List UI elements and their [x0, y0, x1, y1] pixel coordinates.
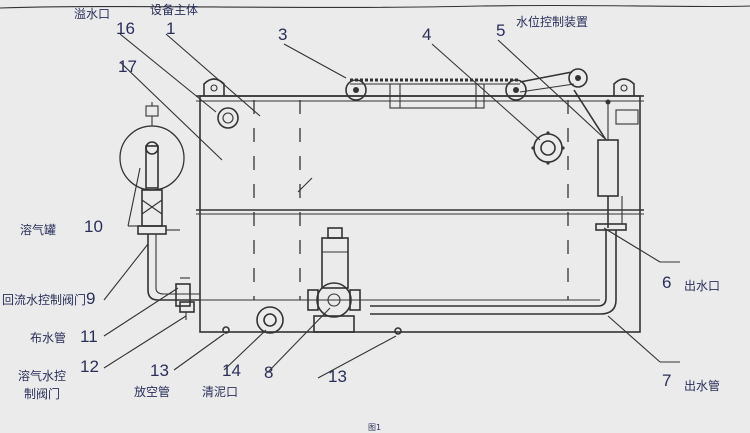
label-11: 11 — [80, 327, 98, 346]
label-16: 16 — [116, 19, 135, 38]
inlet-flange-port — [531, 131, 565, 165]
paper-edge — [0, 4, 750, 9]
label-12: 12 — [80, 357, 99, 376]
scraper-conveyor — [345, 68, 588, 109]
air-water-piping — [147, 234, 200, 320]
label-14: 14 — [222, 361, 241, 380]
label-distribution-pipe: 布水管 — [30, 330, 66, 345]
overflow-port — [217, 107, 239, 129]
sludge-cleanout-port — [256, 306, 284, 334]
chinese-annotations: 溢水口 设备主体 水位控制装置 溶气罐 回流水控制阀门 布水管 溶气水控 制阀门… — [2, 3, 720, 432]
drain-point-left — [222, 326, 230, 334]
label-9: 9 — [86, 289, 95, 308]
figure-caption: 图1 — [368, 423, 381, 432]
label-3: 3 — [278, 25, 287, 44]
dissolved-air-tank — [119, 102, 185, 235]
label-equipment-body: 设备主体 — [150, 3, 198, 17]
label-1: 1 — [166, 19, 175, 38]
label-17: 17 — [118, 57, 137, 76]
label-overflow-port: 溢水口 — [74, 7, 110, 21]
label-6: 6 — [662, 273, 671, 292]
tank-body — [196, 95, 644, 333]
label-drain-pipe: 放空管 — [134, 384, 170, 399]
label-sludge-port: 清泥口 — [202, 385, 238, 399]
label-13-right: 13 — [328, 367, 347, 386]
label-recirculation-valve: 回流水控制阀门 — [2, 292, 86, 307]
label-dissolved-water-valve: 溶气水控 — [18, 368, 66, 383]
label-10: 10 — [84, 217, 103, 236]
outlet-pipe — [370, 230, 617, 315]
label-water-level-control: 水位控制装置 — [516, 14, 588, 29]
label-4: 4 — [422, 25, 431, 44]
label-5: 5 — [496, 21, 505, 40]
label-dissolved-water-valve-2: 制阀门 — [24, 386, 60, 401]
label-13-left: 13 — [150, 361, 169, 380]
number-labels: 16 1 17 3 4 5 10 9 11 12 13 14 8 13 6 7 — [80, 19, 671, 390]
label-water-outlet: 出水口 — [684, 279, 720, 293]
label-outlet-pipe: 出水管 — [684, 378, 720, 393]
label-dissolved-air-tank: 溶气罐 — [20, 222, 56, 237]
lifting-lug-right — [613, 78, 635, 96]
drain-point-right — [394, 327, 402, 335]
leader-lines — [103, 33, 680, 379]
water-level-control-device — [573, 89, 639, 231]
label-7: 7 — [662, 371, 671, 390]
label-8: 8 — [264, 363, 273, 382]
